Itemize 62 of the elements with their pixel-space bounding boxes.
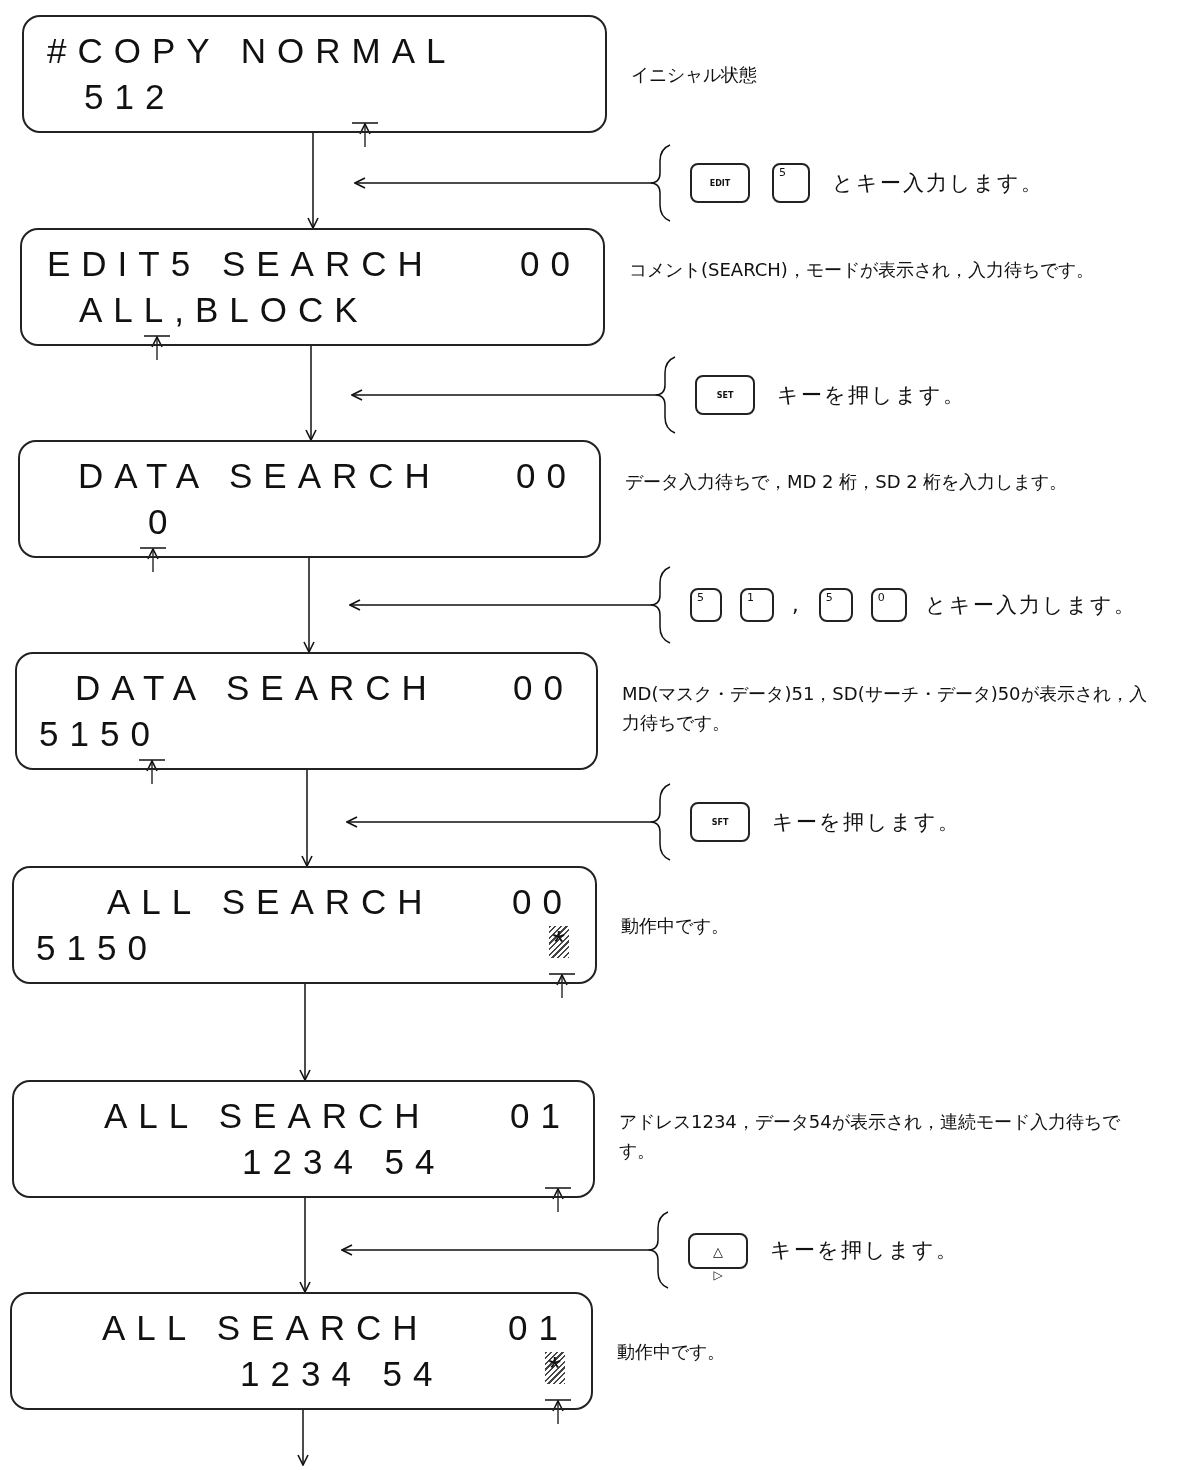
lcd-display-box — [20, 228, 605, 346]
display-text: 01 — [508, 1310, 569, 1345]
arrow — [297, 1409, 309, 1466]
display-text: ALL SEARCH — [107, 884, 434, 919]
step-description: 動作中です。 — [617, 1340, 726, 1364]
step-description: イニシャル状態 — [631, 63, 758, 87]
display-text: #COPY NORMAL — [47, 33, 457, 68]
lcd-display-box — [12, 866, 597, 984]
key-label: EDIT — [709, 178, 731, 188]
display-text: 00 — [520, 246, 581, 281]
arrow — [301, 769, 313, 867]
display-text: 1234 54 — [242, 1144, 446, 1179]
lcd-display-box — [18, 440, 601, 558]
step-description: データ入力待ちで，MD 2 桁，SD 2 桁を入力します。 — [625, 470, 1069, 494]
lcd-display-box — [10, 1292, 593, 1410]
display-text: DATA SEARCH — [78, 458, 441, 493]
lcd-display-box — [22, 15, 607, 133]
key-label: SET — [716, 390, 734, 400]
step-description: MD(マスク・データ)51，SD(サーチ・データ)50が表示され，入力待ちです。 — [622, 682, 1148, 735]
arrow — [305, 345, 317, 441]
key-label: 5 — [825, 591, 833, 604]
arrow — [299, 1197, 311, 1293]
key-label: △ — [713, 1243, 723, 1259]
display-text: 00 — [513, 670, 574, 705]
display-text: 0 — [148, 504, 179, 539]
arrow — [341, 1244, 649, 1256]
display-text: 1234 54 — [240, 1356, 444, 1391]
display-text: 00 — [512, 884, 573, 919]
step-description: アドレス1234，データ54が表示され，連続モード入力待ちです。 — [619, 1110, 1121, 1163]
display-text: ALL,BLOCK — [79, 292, 369, 327]
display-text: ALL SEARCH — [102, 1310, 429, 1345]
key-label: 5 — [697, 591, 704, 604]
separator-comma: , — [792, 593, 801, 617]
step-description: コメント(SEARCH)，モードが表示され，入力待ちです。 — [629, 258, 1095, 282]
arrow — [349, 599, 651, 611]
display-text: 01 — [510, 1098, 571, 1133]
instruction-text: キーを押します。 — [777, 382, 966, 409]
arrow — [351, 389, 656, 401]
arrow — [299, 983, 311, 1081]
display-text: 00 — [516, 458, 577, 493]
lcd-display-box — [15, 652, 598, 770]
key-label: 5 — [779, 166, 786, 179]
arrow — [307, 132, 319, 229]
key-label: 1 — [747, 591, 754, 604]
instruction-text: とキー入力します。 — [924, 592, 1137, 619]
key-label: SFT — [711, 817, 729, 827]
arrow — [346, 816, 651, 828]
display-text: 512 — [84, 79, 176, 114]
display-text: EDIT5 SEARCH — [47, 246, 434, 281]
instruction-text: キーを押します。 — [772, 809, 961, 836]
display-text: 5150 — [36, 930, 158, 965]
key-label: ▷ — [713, 1269, 723, 1281]
instruction-text: とキー入力します。 — [832, 170, 1044, 197]
arrow — [303, 557, 315, 653]
key-label: 0 — [877, 591, 885, 604]
display-text: ALL SEARCH — [104, 1098, 431, 1133]
instruction-text: キーを押します。 — [770, 1237, 959, 1264]
lcd-display-box — [12, 1080, 595, 1198]
display-text: 5150 — [39, 716, 161, 751]
step-description: 動作中です。 — [621, 914, 730, 938]
display-text: DATA SEARCH — [75, 670, 438, 705]
arrow — [354, 177, 651, 189]
